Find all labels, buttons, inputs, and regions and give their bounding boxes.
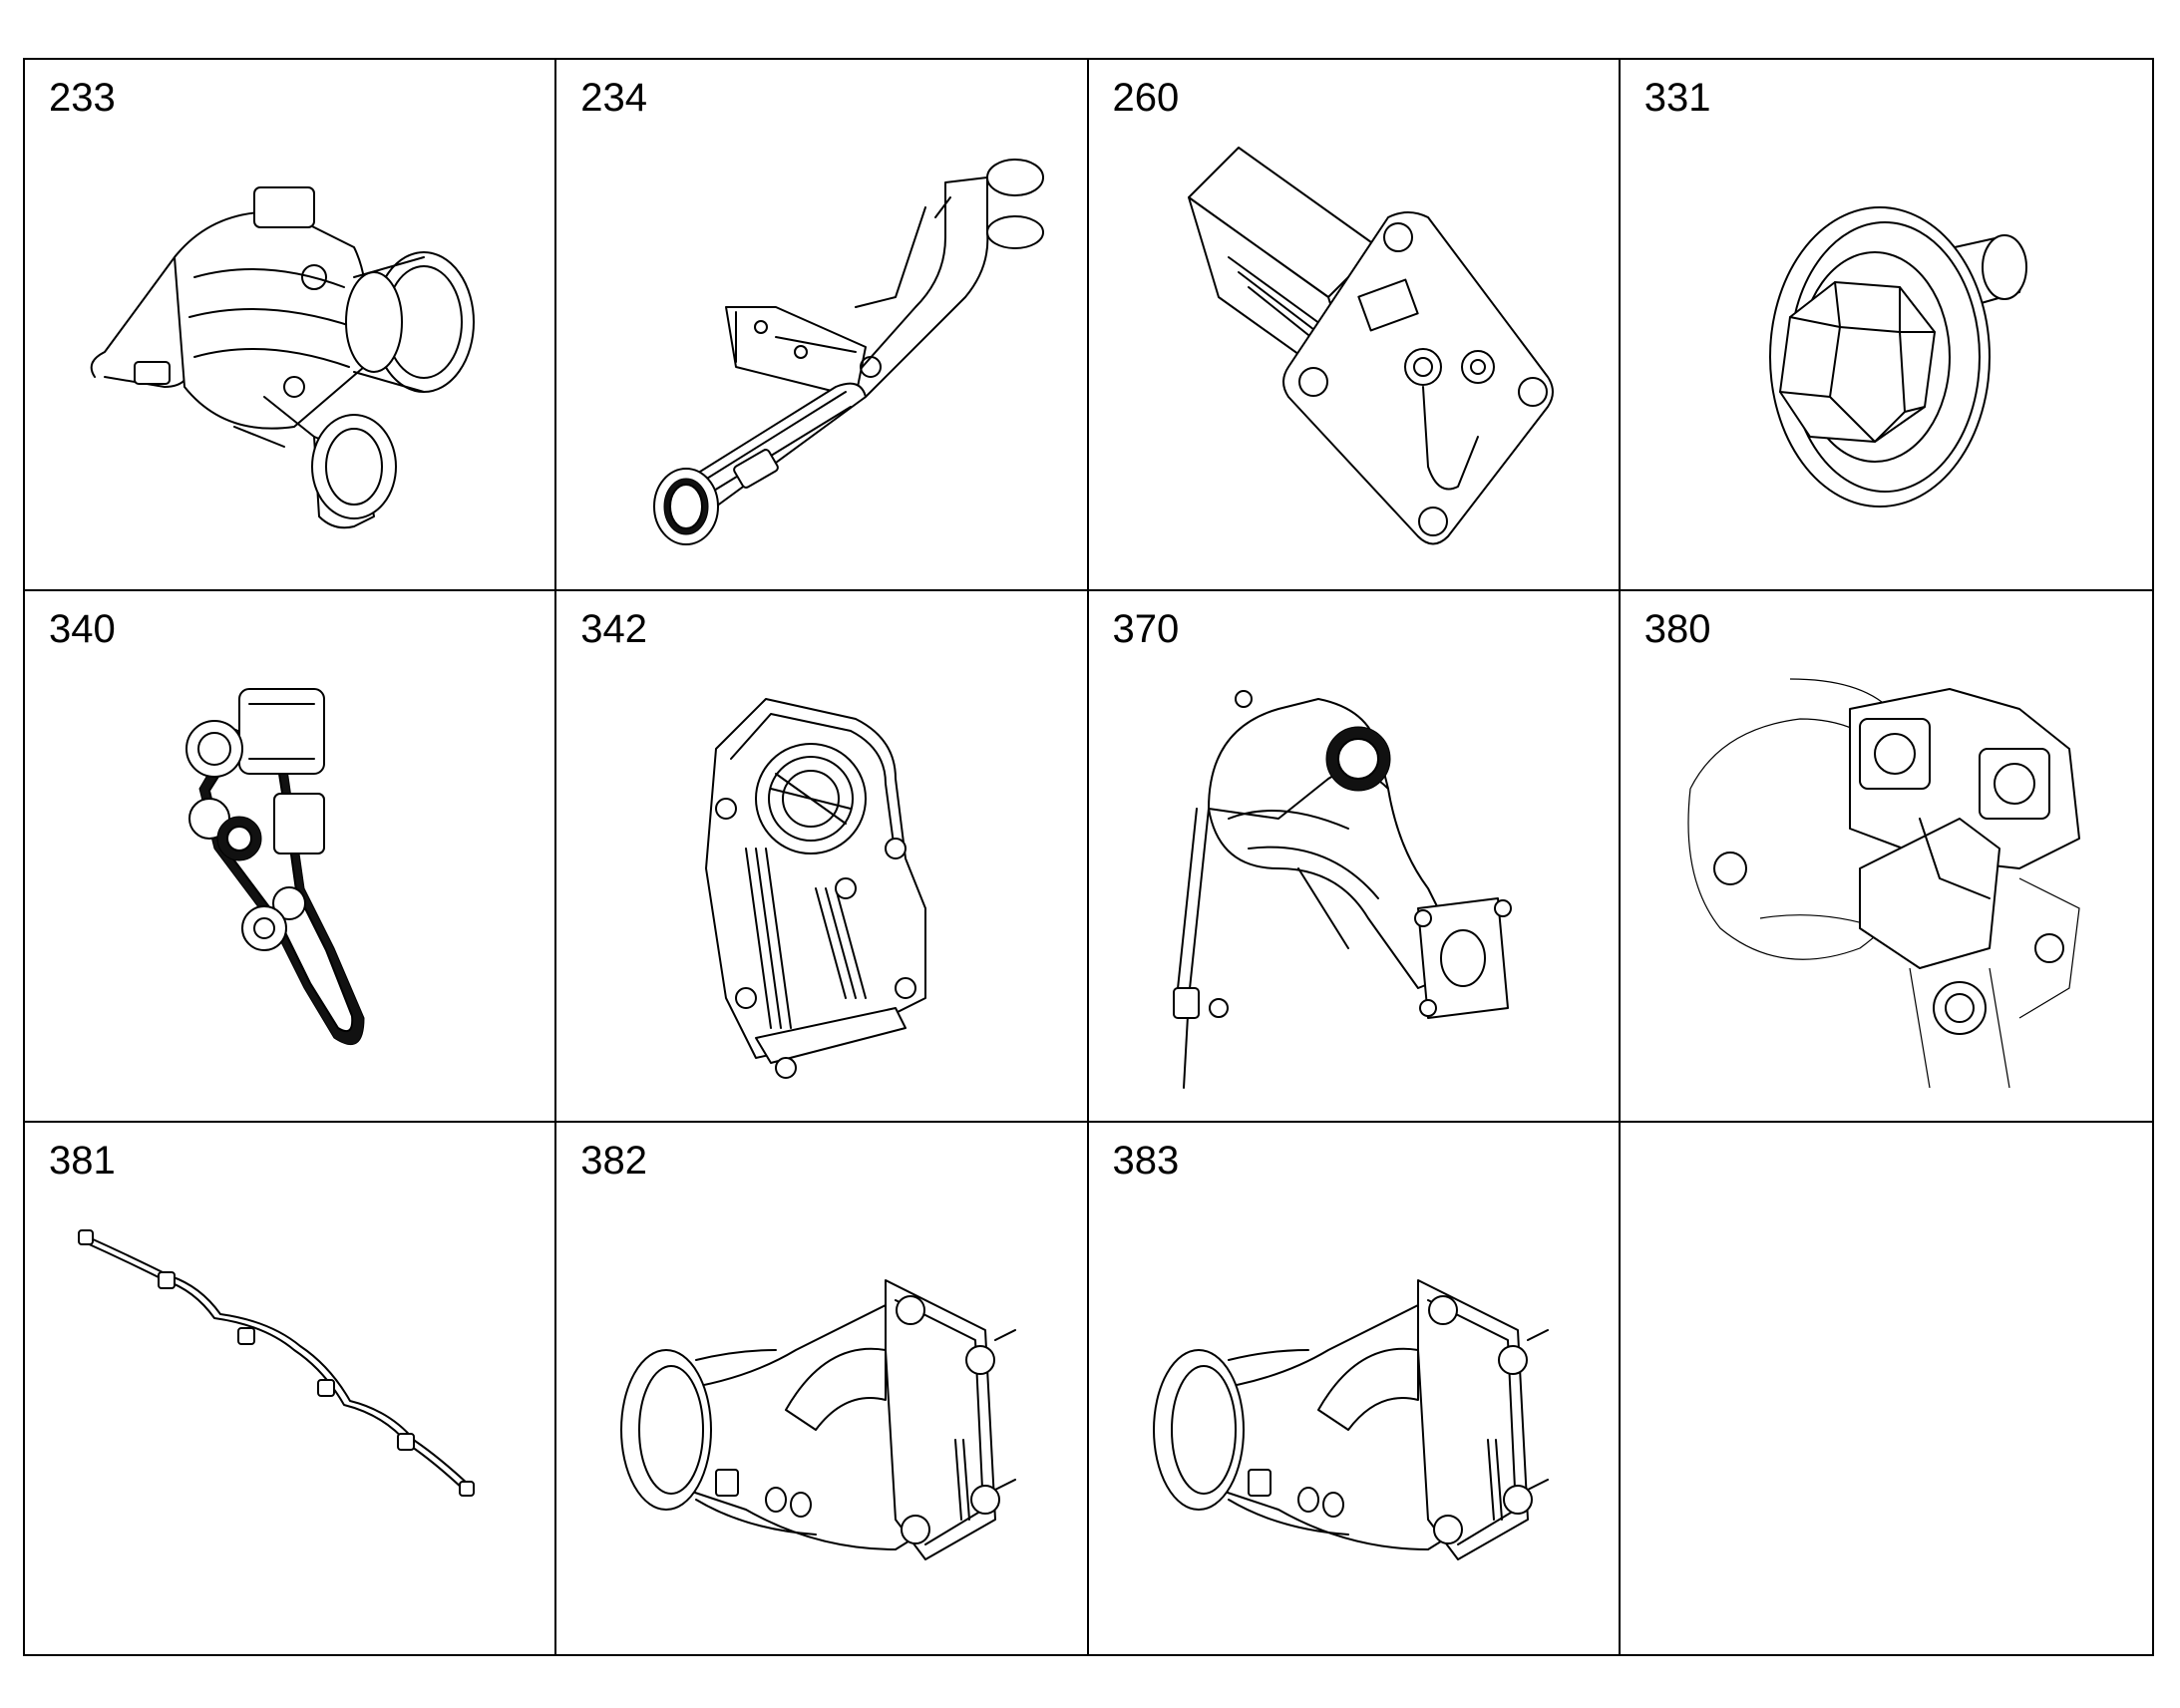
- flange-bolt-icon: [1660, 138, 2109, 576]
- housing-gear-icon: [1129, 669, 1578, 1108]
- part-number: 370: [1112, 607, 1180, 651]
- elbow-pipe-icon: [596, 1200, 1045, 1639]
- part-number: 331: [1643, 76, 1711, 120]
- mounting-plate-icon: [1129, 138, 1578, 576]
- part-cell-233[interactable]: 233: [25, 60, 557, 591]
- part-number: 380: [1643, 607, 1711, 651]
- part-cell-340[interactable]: 340: [25, 591, 557, 1123]
- part-number: 233: [49, 76, 116, 120]
- part-cell-342[interactable]: 342: [556, 591, 1089, 1123]
- timing-cover-icon: [596, 669, 1045, 1108]
- part-cell-380[interactable]: 380: [1620, 591, 2152, 1123]
- empty-cell: [1621, 1123, 2152, 1654]
- intake-pipe-bracket-icon: [596, 138, 1045, 576]
- engine-block-icon: [1660, 669, 2109, 1108]
- part-cell-234[interactable]: 234: [556, 60, 1089, 591]
- part-number: 381: [49, 1139, 116, 1183]
- part-cell-331[interactable]: 331: [1620, 60, 2152, 591]
- air-intake-assembly-icon: [65, 138, 514, 576]
- belt-drive-icon: [65, 669, 514, 1108]
- part-number: 260: [1112, 76, 1180, 120]
- wire-harness-icon: [65, 1200, 514, 1639]
- part-number: 342: [580, 607, 647, 651]
- part-number: 340: [49, 607, 116, 651]
- part-number: 382: [580, 1139, 647, 1183]
- elbow-pipe-icon: [1129, 1200, 1578, 1639]
- parts-grid: 233 234: [23, 58, 2154, 1656]
- part-cell-370[interactable]: 370: [1088, 591, 1621, 1123]
- part-cell-260[interactable]: 260: [1088, 60, 1621, 591]
- part-cell-381[interactable]: 381: [25, 1123, 557, 1654]
- part-number: 234: [580, 76, 647, 120]
- part-number: 383: [1112, 1139, 1180, 1183]
- part-cell-382[interactable]: 382: [556, 1123, 1089, 1654]
- part-cell-383[interactable]: 383: [1089, 1123, 1621, 1654]
